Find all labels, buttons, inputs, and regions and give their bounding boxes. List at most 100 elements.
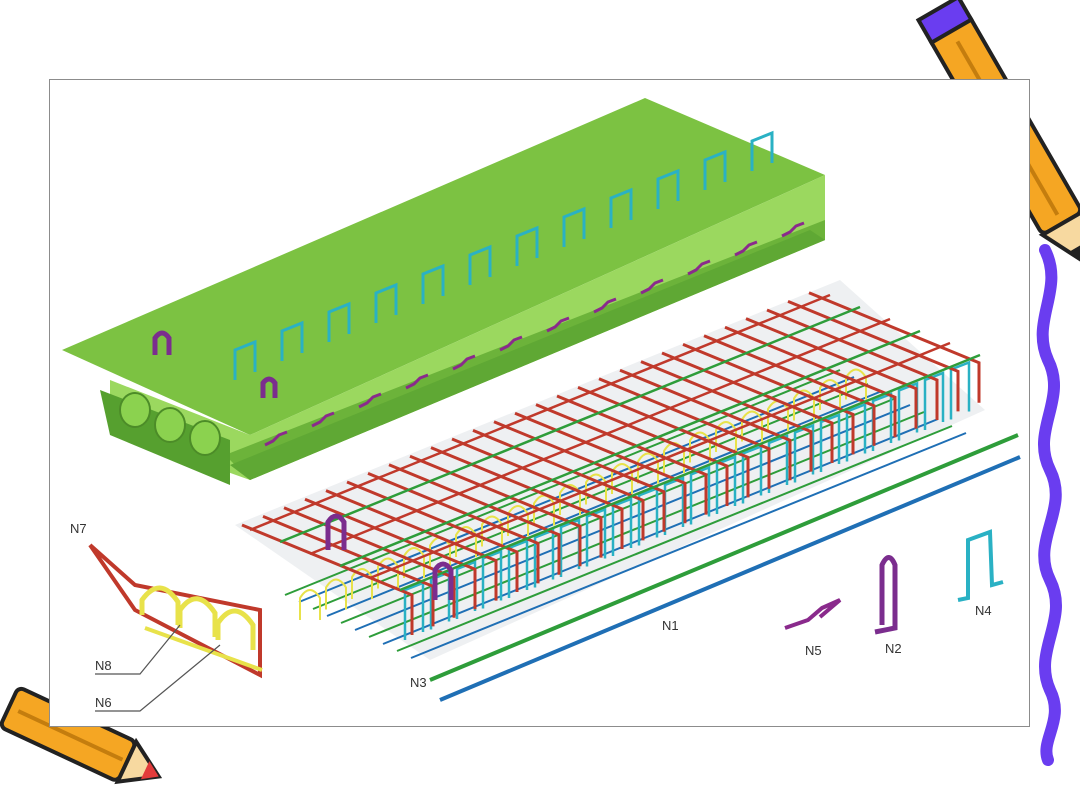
reinforcement-cage — [235, 280, 985, 660]
cage-transverse-bar — [367, 472, 540, 584]
cage-stirrup — [585, 507, 607, 567]
cage-transverse-bar — [703, 334, 876, 446]
bar-n5 — [784, 598, 842, 630]
label-n5: N5 — [805, 643, 822, 658]
slab-hook — [358, 392, 382, 409]
slab-stirrup — [280, 320, 304, 361]
slab-stirrup — [750, 130, 774, 171]
bar-n2 — [874, 555, 898, 635]
cage-longitudinal-bar — [279, 305, 861, 544]
cage-stirrup — [741, 444, 763, 504]
cage-transverse-bar — [787, 300, 960, 412]
slab-stirrup — [515, 225, 539, 266]
cage-stirrup — [923, 371, 945, 430]
slab-stirrup — [233, 339, 257, 380]
lifting-loop — [432, 561, 454, 600]
slab-bottom-edge — [230, 230, 825, 480]
label-n4: N4 — [975, 603, 992, 618]
cage-transverse-bar — [640, 360, 813, 472]
cage-stirrup — [715, 455, 737, 514]
pencil-icon-bottom-left — [0, 686, 163, 785]
bar-n8 — [177, 596, 218, 637]
slab-stirrup — [468, 244, 492, 285]
cage-transverse-bar — [598, 377, 771, 489]
label-n8: N8 — [95, 658, 112, 673]
cage-transverse-bar — [493, 420, 666, 532]
slab-stirrup — [703, 149, 727, 190]
cage-red-bars — [241, 291, 981, 635]
cage-longitudinal-bar — [249, 293, 831, 532]
bar-n8 — [215, 608, 256, 650]
slab-stirrup — [609, 187, 633, 228]
cage-transverse-bar — [388, 463, 561, 575]
cage-bottom-bar — [410, 432, 967, 659]
bar-n1 — [439, 455, 1021, 702]
cage-bottom-bar — [354, 404, 911, 631]
cage-stirrup — [507, 539, 529, 598]
bar-n6 — [144, 626, 263, 672]
slab-hook — [452, 354, 476, 371]
cage-transverse-bar — [346, 480, 519, 592]
cage-stirrup — [949, 360, 971, 420]
lifting-loop — [152, 330, 172, 355]
cage-stirrup — [481, 549, 503, 609]
cage-stirrup — [403, 581, 425, 640]
cage-transverse-bar — [430, 446, 603, 558]
cage-longitudinal-bar — [339, 329, 921, 568]
slab-hook — [640, 278, 664, 295]
cage-arch — [299, 589, 321, 620]
cage-transverse-bar — [451, 437, 624, 549]
core-hole — [189, 420, 221, 456]
detail-n7-n8-n6 — [88, 543, 263, 712]
cage-stirrup — [637, 486, 659, 546]
cage-stirrup — [845, 402, 867, 462]
slab-stirrup — [421, 263, 445, 304]
core-hole — [119, 392, 151, 428]
cage-transverse-bar — [325, 489, 498, 601]
slab-hooks — [264, 221, 805, 447]
wavy-border-right — [1036, 244, 1062, 766]
slab-stirrup — [327, 301, 351, 342]
slab-stirrups — [233, 130, 774, 380]
slab-hook — [734, 240, 758, 257]
cage-transverse-bar — [724, 325, 897, 438]
slab-hook — [405, 373, 429, 390]
label-n3: N3 — [410, 675, 427, 690]
cage-bottom-bar — [284, 369, 841, 596]
cage-transverse-bar — [577, 386, 750, 498]
cage-transverse-bar — [619, 368, 792, 481]
rebar-diagram: N7 N8 N6 N3 N1 N5 N2 N4 — [62, 98, 1021, 712]
slab-hook — [311, 411, 335, 428]
cage-transverse-bar — [661, 351, 834, 463]
cage-transverse-bar — [556, 394, 729, 506]
slab-stirrup — [562, 206, 586, 247]
figure-frame: N7 N8 N6 N3 N1 N5 N2 N4 — [49, 79, 1030, 727]
bar-n8 — [139, 585, 181, 625]
label-n2: N2 — [885, 641, 902, 656]
slab-hook — [264, 430, 288, 447]
cage-transverse-bar — [241, 523, 414, 635]
cage-transverse-bar — [766, 308, 939, 420]
cage-transverse-bar — [535, 403, 708, 515]
cage-longitudinal-bar — [369, 341, 951, 580]
lifting-loop — [325, 513, 347, 550]
cage-bottom-bar — [396, 425, 953, 652]
cage-transverse-bar — [514, 411, 687, 524]
slab-hook — [546, 316, 570, 333]
label-n1: N1 — [662, 618, 679, 633]
slab-hook — [687, 259, 711, 276]
cage-arch — [325, 578, 347, 610]
leader-n6 — [95, 644, 221, 712]
cage-stirrup — [819, 413, 841, 472]
cage-stirrup — [611, 497, 633, 556]
bar-n7 — [88, 543, 262, 679]
cage-transverse-bar — [682, 343, 855, 455]
bar-n4 — [957, 529, 1004, 602]
slab-stirrup — [374, 282, 398, 323]
cage-longitudinal-bar — [309, 317, 891, 556]
slab-hook — [593, 297, 617, 314]
label-n6: N6 — [95, 695, 112, 710]
slab-hook — [781, 221, 805, 238]
cage-transverse-bar — [808, 291, 981, 403]
cage-transverse-bar — [283, 506, 456, 618]
